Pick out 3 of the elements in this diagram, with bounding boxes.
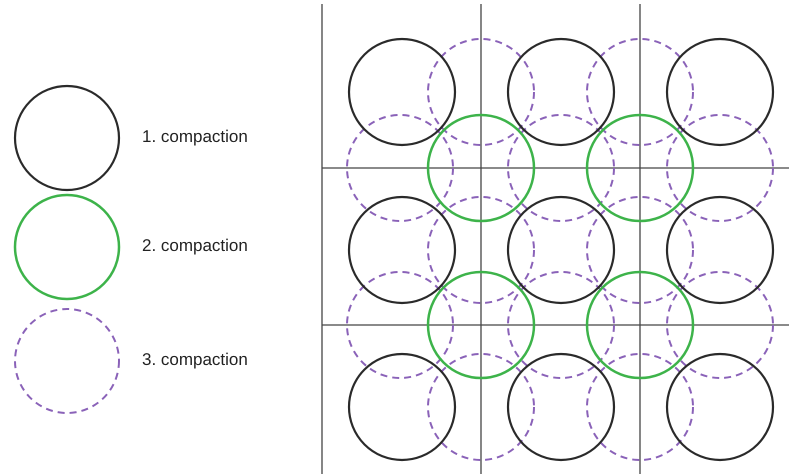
legend-label: 1. compaction [142,127,248,147]
legend-label: 3. compaction [142,350,248,370]
legend-label: 2. compaction [142,236,248,256]
